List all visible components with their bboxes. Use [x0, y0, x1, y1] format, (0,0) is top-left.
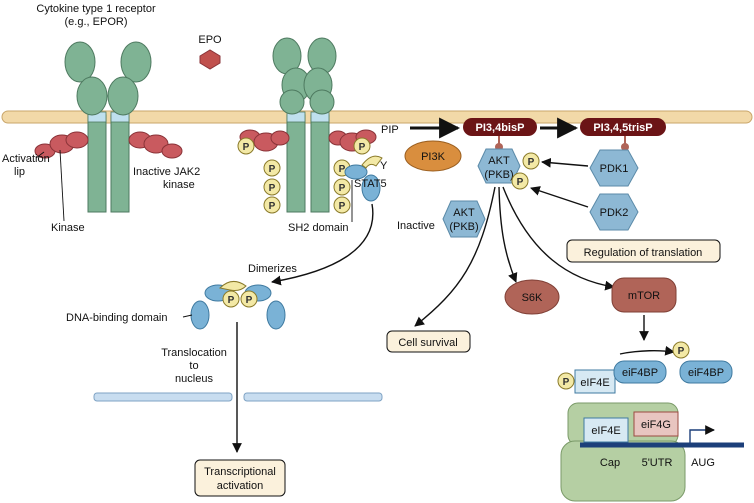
- aug-label: AUG: [691, 457, 715, 469]
- transcriptional-label-1: Transcriptional: [204, 466, 276, 478]
- p-label: P: [269, 201, 276, 212]
- pi345trisp-box: [580, 118, 666, 136]
- pi345trisp-label: PI3,4,5trisP: [593, 122, 652, 134]
- arrow-stat5-to-dimer: [271, 203, 374, 286]
- arrow-phosphorylation: [619, 345, 675, 356]
- p-label: P: [339, 183, 346, 194]
- activation-lip-label-2: lip: [14, 166, 25, 178]
- dimerizes-label: Dimerizes: [248, 263, 297, 275]
- ribosome-small: [560, 440, 686, 502]
- mtor-label: mTOR: [628, 290, 660, 302]
- akt-inactive-label-2: (PKB): [449, 221, 478, 233]
- eif4e-ribosome-label: eIF4E: [591, 425, 620, 437]
- y-label: Y: [380, 160, 388, 172]
- phospho-group-receptor: P P P P P P P P: [237, 137, 371, 214]
- p-label: P: [528, 157, 535, 168]
- p-label: P: [339, 201, 346, 212]
- eif4e-label: eIF4E: [580, 377, 609, 389]
- p-label: P: [563, 377, 570, 388]
- eif4bp-box-free: [679, 360, 733, 384]
- activation-lip-label-1: Activation: [2, 153, 50, 165]
- epo-hexagon: [199, 49, 221, 70]
- jak2-inactive-right: [128, 131, 183, 159]
- cell-survival-box: [386, 330, 471, 353]
- pi3k-ellipse: [404, 140, 462, 172]
- p-label: P: [269, 164, 276, 175]
- eif4e-box-complex: [574, 369, 616, 394]
- pi3k-label: PI3K: [421, 151, 446, 163]
- inactive-label: Inactive: [397, 220, 435, 232]
- inactive-jak2-label-2: kinase: [163, 179, 195, 191]
- eif4bp-free-label: eiF4BP: [688, 367, 724, 379]
- epo-label: EPO: [198, 34, 222, 46]
- akt-active-label-1: AKT: [488, 155, 510, 167]
- s6k-label: S6K: [522, 292, 543, 304]
- pdk2-label: PDK2: [600, 207, 629, 219]
- s6k-ellipse: [504, 279, 560, 315]
- transcriptional-activation-box: [194, 459, 286, 497]
- akt-active-hexagon: [477, 148, 521, 184]
- p-label: P: [243, 142, 250, 153]
- stat5-dimer: P P: [190, 281, 286, 330]
- eif4g-box: [633, 411, 679, 437]
- sh2-domain-label: SH2 domain: [288, 222, 349, 234]
- kinase-label: Kinase: [51, 222, 85, 234]
- akt-inactive-hexagon: [442, 200, 486, 238]
- transcriptional-label-2: activation: [217, 480, 263, 492]
- p-label: P: [339, 164, 346, 175]
- nuclear-membrane-right: [243, 392, 383, 402]
- utr-label: 5'UTR: [642, 457, 673, 469]
- receptor-example: (e.g., EPOR): [65, 16, 128, 28]
- pip-label: PIP: [381, 124, 399, 136]
- pi34bisp-label: PI3,4bisP: [476, 122, 525, 134]
- cap-label: Cap: [600, 457, 620, 469]
- p-label: P: [228, 295, 235, 306]
- receptor-active: [272, 37, 337, 213]
- stat5-label: STAT5: [354, 178, 387, 190]
- nuclear-membrane-left: [93, 392, 233, 402]
- translocation-label-2: to: [189, 360, 198, 372]
- translocation-label-1: Translocation: [161, 347, 227, 359]
- inactive-jak2-label-1: Inactive JAK2: [133, 166, 200, 178]
- jak2-inactive-left: [34, 131, 89, 159]
- p-label: P: [269, 183, 276, 194]
- arrow-akt-to-mtor: [502, 186, 615, 291]
- eif4bp-box-complex: [613, 360, 667, 384]
- dna-binding-domain-label: DNA-binding domain: [66, 312, 168, 324]
- regulation-of-translation-label: Regulation of translation: [584, 247, 703, 259]
- eif4bp-label: eiF4BP: [622, 367, 658, 379]
- akt-active-label-2: (PKB): [484, 169, 513, 181]
- akt-inactive-label-1: AKT: [453, 207, 475, 219]
- eif4g-label: eiF4G: [641, 419, 671, 431]
- cell-survival-label: Cell survival: [398, 337, 457, 349]
- arrow-pdk1-to-akt: [541, 157, 589, 168]
- pdk1-hexagon: [589, 149, 639, 187]
- p-label: P: [246, 295, 253, 306]
- mtor-box: [611, 277, 677, 313]
- p-label: P: [678, 346, 685, 357]
- eif4e-box-ribosome: [583, 417, 629, 443]
- arrow-pdk2-to-akt: [530, 186, 589, 208]
- translocation-label-3: nucleus: [175, 373, 213, 385]
- stat5-molecule: [344, 155, 383, 202]
- pi34bisp-box: [463, 118, 537, 136]
- transcription-start-arrow: [689, 425, 715, 443]
- receptor-inactive: [64, 41, 152, 213]
- pdk2-hexagon: [589, 193, 639, 231]
- p-label: P: [359, 142, 366, 153]
- p-label: P: [517, 177, 524, 188]
- pdk1-label: PDK1: [600, 163, 629, 175]
- arrow-akt-to-cell-survival: [414, 186, 496, 327]
- arrow-akt-to-s6k: [498, 186, 518, 283]
- regulation-of-translation-box: [566, 239, 721, 263]
- receptor-title: Cytokine type 1 receptor: [36, 3, 156, 15]
